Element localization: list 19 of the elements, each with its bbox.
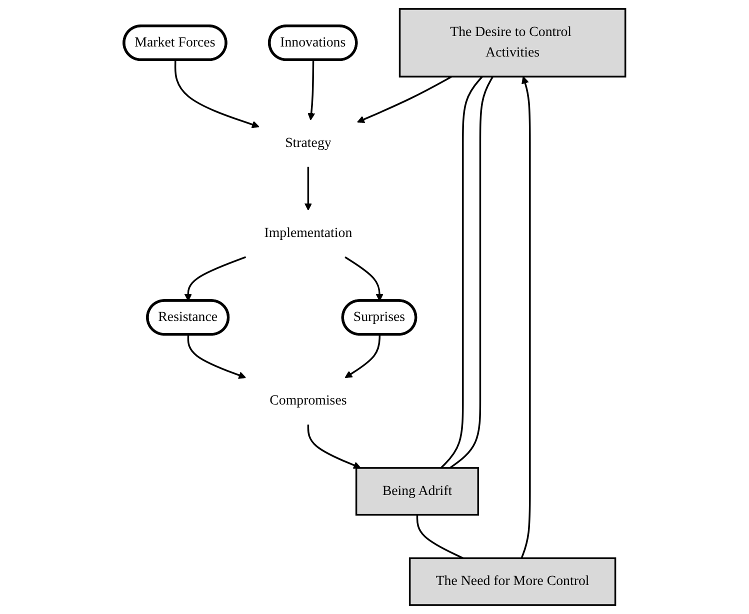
node-box: The Desire to Control Activities [398,8,626,78]
arrow [187,334,246,379]
node-text: Strategy [284,136,332,150]
node-text: Implementation [264,226,352,241]
arrow [174,60,260,128]
node-box: The Need for More Control [408,557,616,606]
arrow [520,76,531,558]
arrow [344,256,384,302]
node-box: Being Adrift [355,467,479,516]
arrow [344,334,380,378]
connector [416,514,464,559]
arrow [304,166,312,211]
connector [449,76,494,469]
arrow [307,424,361,469]
connector [440,76,483,469]
arrow [184,256,246,302]
arrow [356,76,452,123]
node-text: Compromises [269,393,347,408]
arrow [307,60,315,120]
